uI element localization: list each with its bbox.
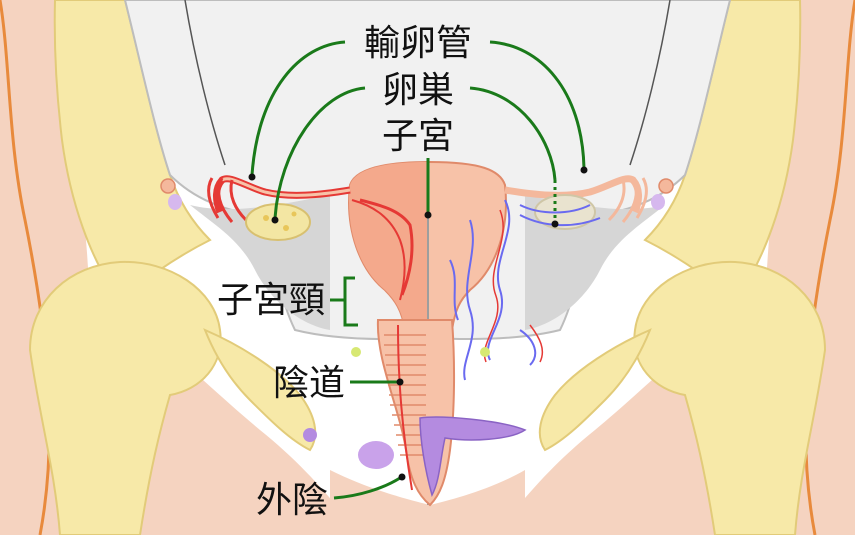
femur-head-left [28,260,222,535]
dot-icon [248,173,256,181]
suspensory-ligament-left [184,0,226,166]
fimbriae-right [607,177,648,223]
hip-marker-left [160,178,176,194]
bulb-left [358,441,394,469]
leader-fallopian-tube-left [250,40,346,176]
hip-marker-left-2 [168,194,182,210]
gland-small-right [480,347,490,357]
uterine-artery-left [351,199,406,301]
ovary-follicle-2 [283,225,289,231]
label-cervix: 子宮頸 [217,280,325,321]
gland-left [303,428,317,442]
gland-small-left [351,347,361,357]
ovary-follicle-1 [263,215,269,221]
uterine-arteries-right [483,209,544,363]
dot-icon [580,166,588,174]
leader-ovary-left [273,86,366,219]
label-fallopian-tube: 輸卵管 [364,23,472,64]
dot-icon [551,220,559,228]
hip-marker-right [658,178,674,194]
fallopian-tube-right [504,175,642,214]
leader-cervix-bracket [330,276,358,327]
pubis-right [538,328,652,452]
label-uterus: 子宮 [382,116,454,157]
label-vulva: 外陰 [256,480,328,521]
hip-marker-right-2 [651,194,665,210]
ovary-left [245,203,311,241]
leader-vulva [333,476,401,500]
label-vagina: 陰道 [273,363,345,404]
uterus-cut-half [349,162,428,330]
uterine-vessels-right [449,199,537,381]
suspensory-ligament-right [629,0,671,166]
femur-head-right [633,260,827,535]
perineum [330,470,525,535]
fallopian-tube-left-inner [221,177,351,197]
uterine-cavity [359,198,414,296]
label-ovary: 卵巣 [382,70,454,111]
dot-icon [398,473,406,481]
dot-icon [424,211,432,219]
dot-icon [396,378,404,386]
ovarian-vessels-right [519,204,601,227]
dot-icon [271,216,279,224]
vagina-rugae [384,334,426,456]
leader-ovary-right [469,86,557,181]
ovary-follicle-3 [291,211,297,217]
vagina-inner-wall [397,324,413,491]
bladder [419,416,527,498]
leader-fallopian-tube-right [489,40,586,169]
pubis-left [203,328,317,452]
fimbriae-left [207,177,248,223]
